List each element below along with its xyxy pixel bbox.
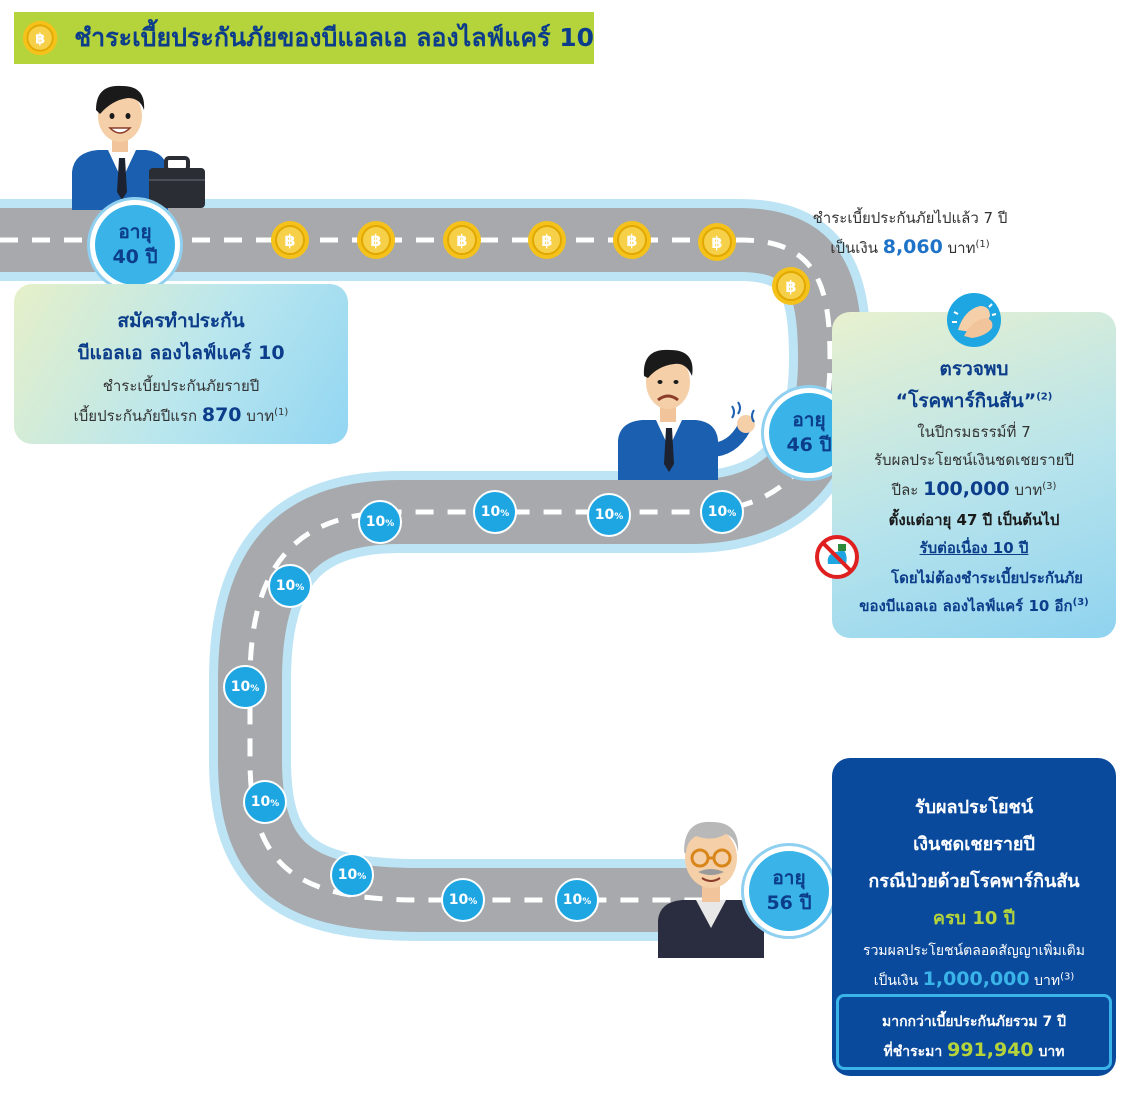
- baht-coin-icon: ฿: [271, 221, 309, 259]
- age-56-badge: อายุ56 ปี: [744, 846, 834, 936]
- benefit-title: รับผลประโยชน์: [914, 797, 1034, 818]
- enrollment-title: สมัครทำประกัน: [117, 310, 245, 332]
- benefit-duration: รับต่อเนื่อง 10 ปี: [919, 539, 1029, 557]
- benefit-period: ครบ 10 ปี: [932, 908, 1016, 929]
- trembling-hands-icon: [947, 293, 1001, 347]
- waiver-line1: โดยไม่ต้องชำระเบี้ยประกันภัย: [891, 569, 1083, 587]
- elderly-man-illustration: [658, 821, 764, 958]
- percent-marker: 10%: [441, 878, 485, 922]
- annual-benefit: ปีละ 100,000 บาท(3): [891, 478, 1057, 500]
- diagnosis-box: ตรวจพบ “โรคพาร์กินสัน”(2) ในปีกรมธรรม์ที…: [832, 293, 1116, 638]
- benefit-condition: กรณีป่วยด้วยโรคพาร์กินสัน: [868, 871, 1080, 892]
- baht-coin-icon: ฿: [22, 20, 58, 56]
- waiver-line2: ของบีแอลเอ ลองไลฟ์แคร์ 10 อีก(3): [859, 597, 1089, 615]
- svg-text:฿: ฿: [284, 231, 295, 250]
- svg-text:฿: ฿: [35, 31, 45, 47]
- percent-marker: 10%: [700, 490, 744, 534]
- first-year-premium: เบี้ยประกันภัยปีแรก 870 บาท(1): [73, 404, 289, 426]
- svg-text:฿: ฿: [626, 231, 637, 250]
- summary-panel: มากกว่าเบี้ยประกันภัยรวม 7 ปี ที่ชำระมา …: [836, 994, 1112, 1070]
- summary-line2: ที่ชำระมา 991,940 บาท: [883, 1039, 1065, 1061]
- baht-coin-icon: ฿: [357, 221, 395, 259]
- svg-text:฿: ฿: [785, 277, 796, 296]
- percent-marker: 10%: [330, 853, 374, 897]
- total-benefit-desc: รวมผลประโยชน์ตลอดสัญญาเพิ่มเติม: [863, 943, 1085, 959]
- title-bar: ฿ ชำระเบี้ยประกันภัยของบีแอลเอ ลองไลฟ์แค…: [14, 12, 594, 64]
- percent-marker: 10%: [555, 878, 599, 922]
- payment-mode: ชำระเบี้ยประกันภัยรายปี: [102, 377, 260, 395]
- svg-text:฿: ฿: [711, 233, 722, 252]
- policy-year: ในปีกรมธรรม์ที่ 7: [917, 423, 1031, 441]
- percent-marker: 10%: [358, 500, 402, 544]
- page-title: ชำระเบี้ยประกันภัยของบีแอลเอ ลองไลฟ์แคร์…: [74, 23, 594, 52]
- baht-coin-icon: ฿: [698, 223, 736, 261]
- total-benefit-amount: เป็นเงิน 1,000,000 บาท(3): [873, 968, 1075, 990]
- paid-premium-note: ชำระเบี้ยประกันภัยไปแล้ว 7 ปี เป็นเงิน 8…: [812, 209, 1008, 258]
- diagnosis-title: ตรวจพบ: [939, 358, 1009, 380]
- summary-line1: มากกว่าเบี้ยประกันภัยรวม 7 ปี: [881, 1014, 1067, 1030]
- disease-name: “โรคพาร์กินสัน”(2): [895, 390, 1053, 412]
- svg-text:฿: ฿: [370, 231, 381, 250]
- percent-marker: 10%: [243, 780, 287, 824]
- age-40-badge: อายุ40 ปี: [90, 200, 180, 290]
- percent-marker: 10%: [473, 490, 517, 534]
- baht-coin-icon: ฿: [772, 267, 810, 305]
- baht-coin-icon: ฿: [443, 221, 481, 259]
- product-name: บีแอลเอ ลองไลฟ์แคร์ 10: [77, 342, 285, 364]
- svg-text:฿: ฿: [456, 231, 467, 250]
- benefit-desc: รับผลประโยชน์เงินชดเชยรายปี: [874, 451, 1074, 469]
- svg-text:฿: ฿: [541, 231, 552, 250]
- baht-coin-icon: ฿: [613, 221, 651, 259]
- benefit-type: เงินชดเชยรายปี: [913, 834, 1035, 855]
- businessman-illustration: [72, 85, 205, 210]
- percent-marker: 10%: [268, 564, 312, 608]
- baht-coin-icon: ฿: [528, 221, 566, 259]
- sick-man-illustration: [618, 349, 755, 480]
- no-payment-icon: [815, 535, 859, 579]
- percent-marker: 10%: [223, 665, 267, 709]
- percent-marker: 10%: [587, 493, 631, 537]
- enrollment-box: สมัครทำประกัน บีแอลเอ ลองไลฟ์แคร์ 10 ชำร…: [14, 284, 348, 444]
- start-age: ตั้งแต่อายุ 47 ปี เป็นต้นไป: [888, 511, 1060, 529]
- total-benefit-box: รับผลประโยชน์ เงินชดเชยรายปี กรณีป่วยด้ว…: [832, 758, 1116, 1076]
